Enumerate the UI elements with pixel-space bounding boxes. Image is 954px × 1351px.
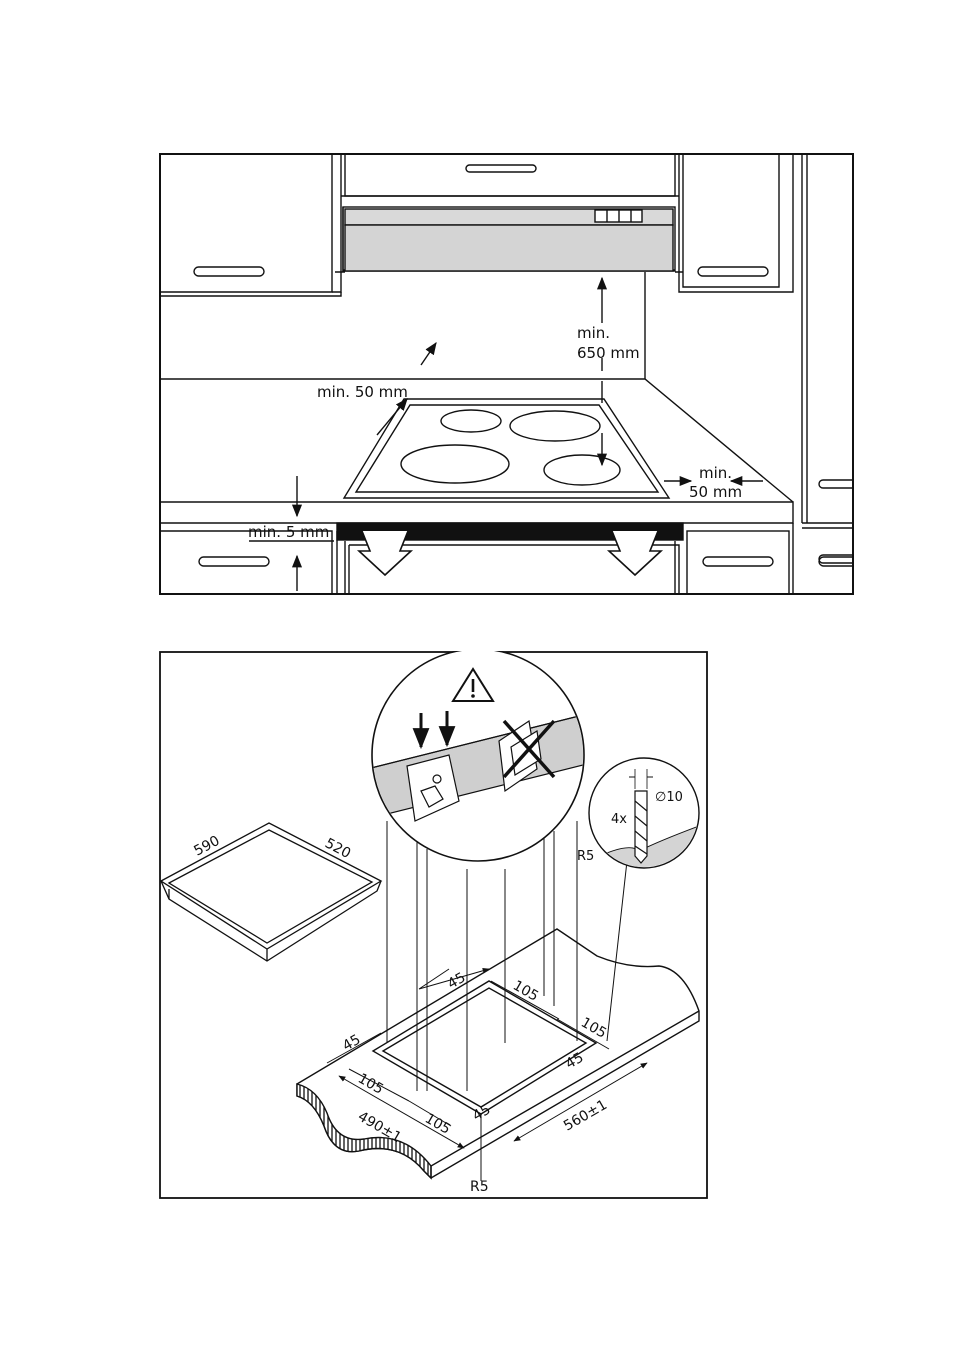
clearance-diagram: min. 650 mm min. 50 mm min. 50 mm min. 5… bbox=[159, 153, 854, 595]
airflow-arrow-icon bbox=[359, 531, 411, 575]
cutout-width-label: 560±1 bbox=[561, 1097, 610, 1135]
back-clearance-arrow-icon bbox=[421, 343, 436, 365]
below-clearance-label: min. 5 mm bbox=[248, 523, 329, 541]
cooking-zone bbox=[401, 445, 509, 483]
radius-detail-label: R5 bbox=[577, 849, 594, 864]
side-clearance-label: min. bbox=[699, 464, 732, 482]
cooking-zone bbox=[441, 410, 501, 432]
hood-clearance-label: min. bbox=[577, 324, 610, 342]
cutout-diagram-svg: 590 520 ∅10 4x R5 45 105 105 45 45 105 1… bbox=[159, 651, 708, 1199]
base-cabinet-drawer bbox=[687, 531, 789, 594]
drill-count-label: 4x bbox=[611, 812, 627, 827]
cooktop bbox=[344, 399, 669, 498]
worktop-slab bbox=[297, 929, 699, 1178]
upper-centre-cabinet bbox=[345, 154, 675, 196]
drill-diameter-label: ∅10 bbox=[655, 790, 683, 805]
side-clearance-value: 50 mm bbox=[689, 483, 742, 501]
cooking-zone bbox=[544, 455, 620, 485]
clip-detail-circle bbox=[359, 651, 599, 861]
hood-clearance-value: 650 mm bbox=[577, 344, 640, 362]
upper-left-cabinet bbox=[160, 154, 332, 292]
upper-right-cabinet bbox=[679, 154, 793, 292]
radius-bottom-label: R5 bbox=[470, 1179, 489, 1195]
worktop bbox=[160, 502, 793, 523]
back-clearance-label: min. 50 mm bbox=[317, 383, 408, 401]
cutout-diagram: 590 520 ∅10 4x R5 45 105 105 45 45 105 1… bbox=[159, 651, 708, 1199]
airflow-arrow-icon bbox=[609, 531, 661, 575]
cabinet-handle bbox=[194, 267, 264, 276]
cooking-zone bbox=[510, 411, 600, 441]
drill-detail-circle bbox=[589, 758, 699, 871]
clearance-diagram-svg: min. 650 mm min. 50 mm min. 50 mm min. 5… bbox=[159, 153, 854, 595]
